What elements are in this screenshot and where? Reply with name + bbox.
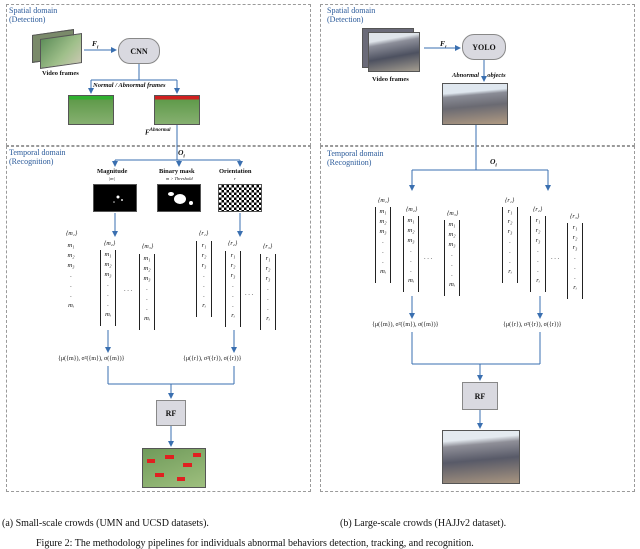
left-normal-abnormal-label: Normal / Abnormal frames (93, 82, 166, 89)
figure-caption: Figure 2: The methodology pipelines for … (36, 538, 474, 549)
right-video-frames-label: Video frames (372, 76, 409, 83)
m3-vector-left: m₁ m₂ m₃ . . . mᵢ (139, 254, 155, 330)
r2-vector-right: r₁ r₂ r₃ . . . rᵢ (530, 216, 546, 292)
left-cnn-box: CNN (118, 38, 160, 64)
magnitude-noise (113, 195, 123, 203)
binary-mask-sub: m > Threshold (166, 176, 193, 181)
left-abnormal-frame-image (154, 95, 200, 125)
right-fi-label: Fi (440, 39, 447, 51)
r3-vector-left: r₁ r₂ r₃ . . . rᵢ (260, 254, 276, 330)
m3-head-left: {m₃} (142, 244, 154, 250)
left-video-frames-label: Video frames (42, 70, 79, 77)
r-dots-right: . . . (551, 254, 560, 261)
left-formula-m: {μ({m}), σ²({m}), σ({m})} (58, 356, 125, 362)
magnitude-label: Magnitude (97, 168, 128, 175)
r-dots-left: . . . (245, 290, 254, 297)
right-video-frame-front (368, 32, 420, 72)
right-spatial-title: Spatial domain(Detection) (327, 6, 376, 24)
right-oi-label: Oi (490, 157, 497, 169)
orientation-label: Orientation (219, 168, 252, 175)
r2-head-left: {r₂} (228, 241, 238, 247)
m1-head-right: {m₁} (378, 198, 390, 204)
r3-vector-right: r₁ r₂ r₃ . . . rᵢ (567, 223, 583, 299)
left-spatial-title: Spatial domain(Detection) (9, 6, 58, 24)
r1-vector-right: r₁ r₂ r₃ . . . rᵢ (502, 207, 518, 283)
left-result-image (142, 448, 206, 488)
left-formula-r: {μ({r}), σ²({r}), σ({r})} (183, 356, 242, 362)
left-normal-frame-image (68, 95, 114, 125)
caption-left: (a) Small-scale crowds (UMN and UCSD dat… (2, 518, 209, 529)
right-formula-m: {μ({m}), σ²({m}), σ({m})} (372, 322, 439, 328)
magnitude-sub: |m| (109, 176, 115, 181)
left-video-frame-front (40, 33, 82, 69)
left-temporal-title: Temporal domain(Recognition) (9, 148, 66, 166)
m3-vector-right: m₁ m₂ m₃ . . . mᵢ (444, 220, 460, 296)
r1-vector-left: r₁ r₂ r₃ . . . rᵢ (196, 241, 212, 317)
m-dots-right: . . . (424, 254, 433, 261)
r3-head-left: {r₃} (263, 244, 273, 250)
left-fi-abnormal-label: FAbnormal (145, 128, 171, 137)
caption-right: (b) Large-scale crowds (HAJJv2 dataset). (340, 518, 507, 529)
m3-head-right: {m₃} (447, 211, 459, 217)
binary-mask-label: Binary mask (159, 168, 195, 175)
left-spatial-panel (6, 4, 311, 146)
right-formula-r: {μ({r}), σ²({r}), σ({r})} (503, 322, 562, 328)
r2-vector-left: r₁ r₂ r₃ . . . rᵢ (225, 251, 241, 327)
right-rf-box: RF (462, 382, 498, 410)
binary-mask-blobs (168, 192, 193, 205)
left-result-boxes (147, 453, 201, 481)
left-fi-label: Fi (92, 39, 99, 51)
right-temporal-panel (320, 146, 635, 492)
abnormal-objects-image (442, 83, 508, 125)
m1-head-left: {m₁} (66, 231, 78, 237)
right-spatial-panel (320, 4, 635, 146)
magnitude-image (93, 184, 137, 212)
m1-vector-left: m₁ m₂ m₃ . . . mᵢ (67, 242, 75, 309)
r1-head-right: {r₁} (505, 198, 515, 204)
m1-vector-right: m₁ m₂ m₃ . . . mᵢ (375, 207, 391, 283)
m2-vector-right: m₁ m₂ m₃ . . . mᵢ (403, 216, 419, 292)
m2-head-left: {m₂} (104, 241, 116, 247)
r3-head-right: {r₃} (570, 214, 580, 220)
m-dots-left: . . . (124, 286, 133, 293)
orientation-sub: r (234, 176, 236, 181)
abnormal-objects-label: Abnormal objects (452, 72, 506, 79)
left-rf-box: RF (156, 400, 186, 426)
left-temporal-panel (6, 146, 311, 492)
orientation-image (218, 184, 262, 212)
left-oi-label: Oi (178, 148, 185, 160)
right-result-image (442, 430, 520, 484)
binary-mask-image (157, 184, 201, 212)
right-temporal-title: Temporal domain(Recognition) (327, 149, 384, 167)
m2-head-right: {m₂} (406, 207, 418, 213)
yolo-box: YOLO (462, 34, 506, 60)
r1-head-left: {r₁} (199, 231, 209, 237)
m2-vector-left: m₁ m₂ m₃ . . . mᵢ (100, 250, 116, 326)
r2-head-right: {r₂} (533, 207, 543, 213)
